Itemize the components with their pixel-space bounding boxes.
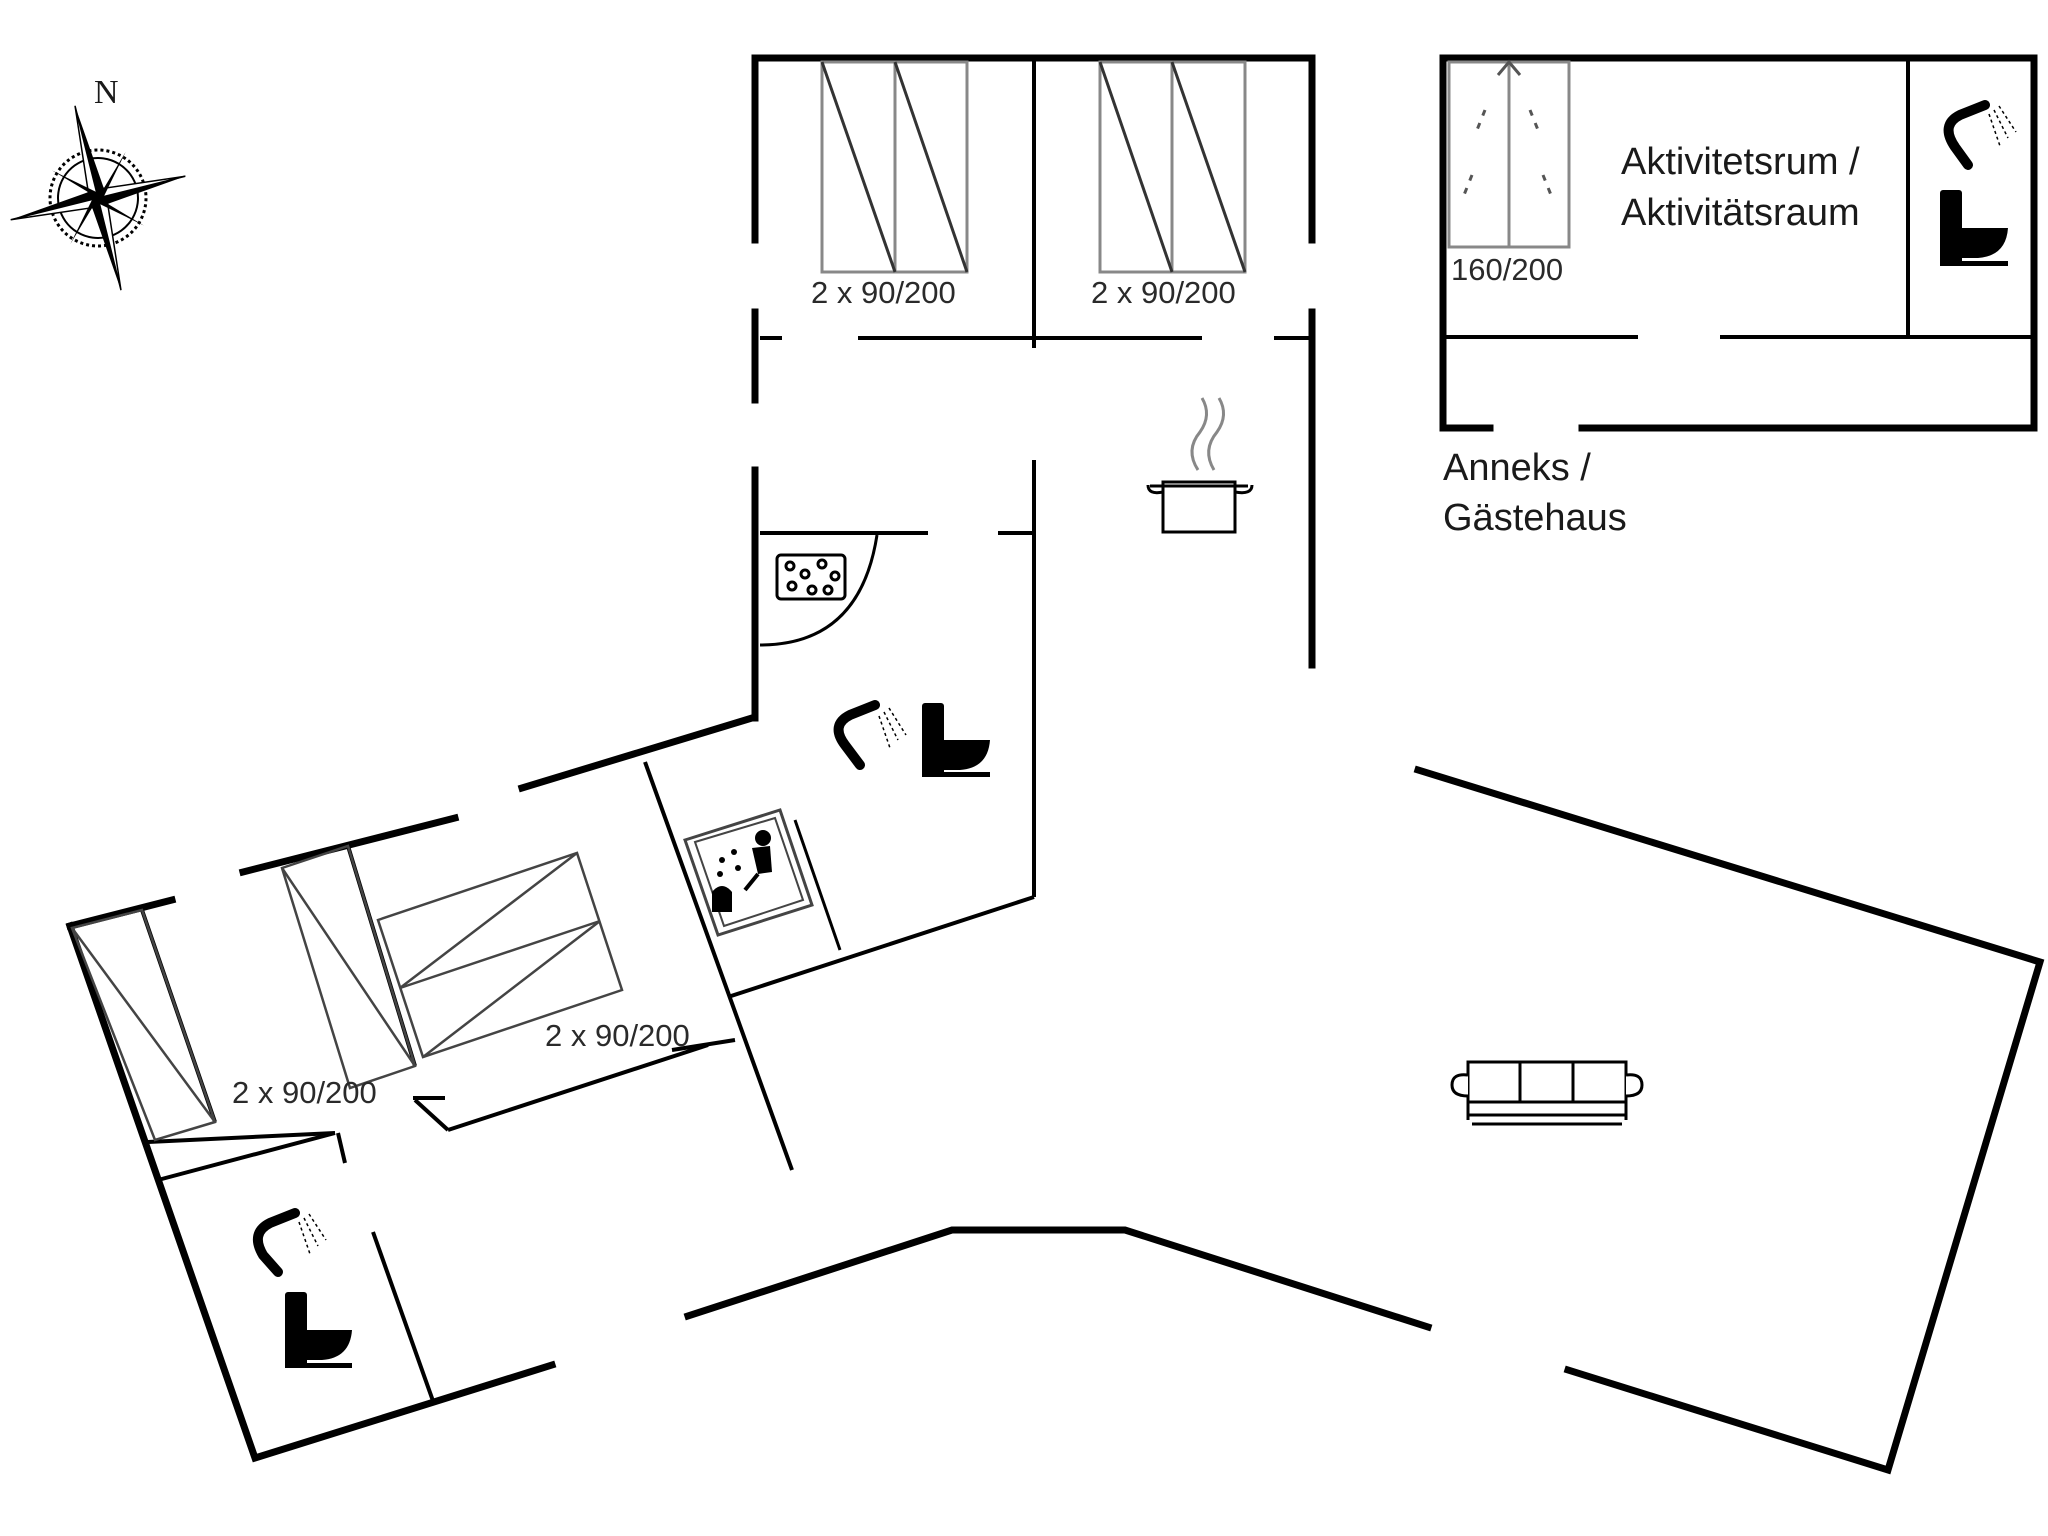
sauna-icon: [683, 808, 842, 951]
bed-left: [70, 844, 417, 1142]
bed-label-annex: 160/200: [1451, 252, 1564, 287]
toilet-icon: [922, 703, 990, 777]
partitions: [140, 58, 2032, 1402]
toilet-icon: [285, 1292, 352, 1368]
spa-bath-icon: [759, 534, 879, 647]
room-label-activity-line1: Aktivitetsrum /: [1621, 141, 1860, 183]
compass-rose-icon: [10, 105, 186, 291]
bed-top-right: [1098, 60, 1247, 274]
bed-label-top-right: 2 x 90/200: [1091, 275, 1236, 310]
toilet-icon: [1940, 190, 2008, 266]
walls: [65, 54, 2045, 1475]
bed-label-top-left: 2 x 90/200: [811, 275, 956, 310]
room-label-annex-line1: Anneks /: [1443, 447, 1591, 489]
bed-middle: [376, 851, 624, 1059]
room-label-annex-line2: Gästehaus: [1443, 497, 1627, 539]
bed-annex: [1447, 59, 1571, 249]
shower-icon: [252, 1208, 327, 1277]
shower-icon: [1943, 100, 2017, 170]
bed-label-left: 2 x 90/200: [232, 1075, 377, 1110]
room-label-activity-line2: Aktivitätsraum: [1621, 192, 1860, 234]
bed-top-left: [820, 60, 969, 274]
sofa-icon: [1450, 1060, 1644, 1126]
cooking-pot-icon: [1146, 397, 1254, 534]
compass-north-label: N: [94, 74, 119, 111]
bed-label-middle: 2 x 90/200: [545, 1018, 690, 1053]
shower-icon: [833, 700, 907, 770]
